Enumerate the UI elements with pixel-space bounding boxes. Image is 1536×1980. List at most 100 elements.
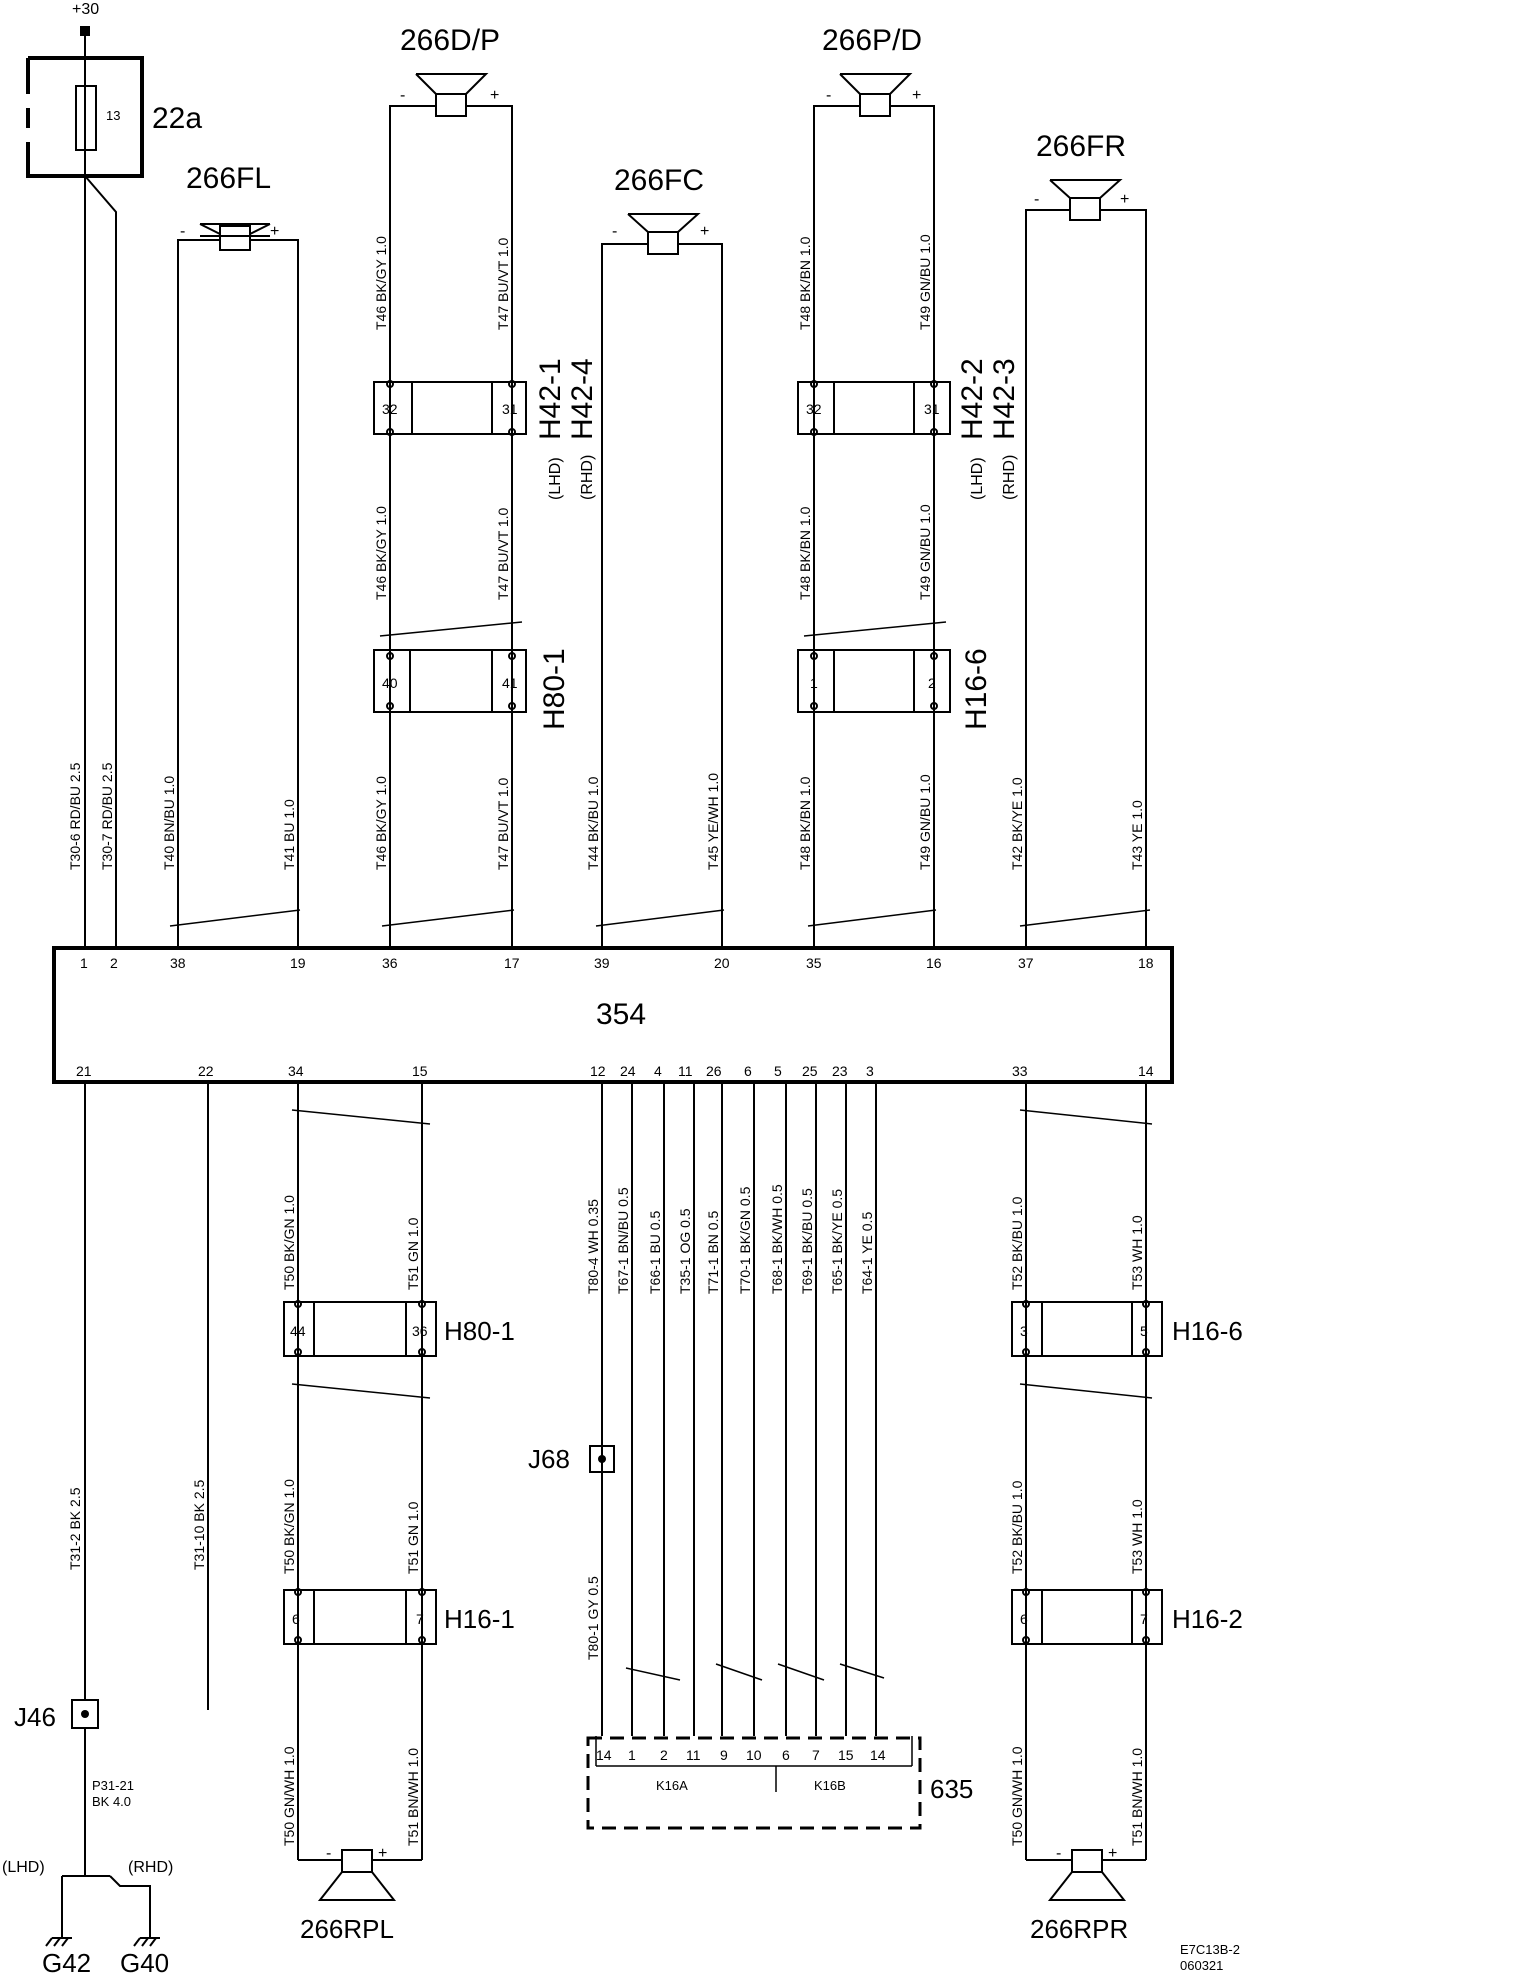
svg-text:T46 BK/GY 1.0: T46 BK/GY 1.0 [373,506,389,600]
svg-text:T53 WH 1.0: T53 WH 1.0 [1129,1499,1145,1574]
speaker-266fr: 266FR - + [1034,130,1129,221]
svg-text:24: 24 [620,1063,636,1079]
supply-label: +30 [72,1,99,18]
svg-text:H16-2: H16-2 [1172,1604,1243,1634]
connector-h16-6-bottom: 3 5 H16-6 [1011,1300,1243,1357]
svg-text:7: 7 [416,1611,424,1627]
module-354: 354 1 2 38 19 36 17 39 20 35 16 37 18 21… [52,946,1174,1084]
svg-text:36: 36 [382,955,398,971]
speaker-266rpr-label: 266RPR [1030,1914,1128,1944]
speaker-266dp-pos: + [490,87,499,104]
svg-text:(LHD): (LHD) [547,457,564,500]
svg-text:6: 6 [744,1063,752,1079]
svg-text:2: 2 [660,1747,668,1763]
svg-text:11: 11 [678,1063,693,1079]
svg-text:7: 7 [1140,1611,1148,1627]
svg-text:T64-1 YE 0.5: T64-1 YE 0.5 [859,1212,875,1294]
svg-text:H16-6: H16-6 [1172,1316,1243,1346]
svg-text:14: 14 [596,1747,612,1763]
svg-text:G42: G42 [42,1948,91,1978]
svg-text:T69-1 BK/BU 0.5: T69-1 BK/BU 0.5 [799,1188,815,1294]
svg-text:T47 BU/VT 1.0: T47 BU/VT 1.0 [495,237,511,330]
svg-text:(RHD): (RHD) [128,1859,173,1876]
svg-text:38: 38 [170,955,186,971]
svg-text:H16-6: H16-6 [960,648,993,730]
svg-text:T31-2 BK 2.5: T31-2 BK 2.5 [67,1487,83,1570]
svg-text:T47 BU/VT 1.0: T47 BU/VT 1.0 [495,777,511,870]
svg-text:21: 21 [76,1063,92,1079]
svg-text:T51 BN/WH 1.0: T51 BN/WH 1.0 [1129,1748,1145,1846]
svg-text:635: 635 [930,1774,973,1804]
svg-text:T31-10 BK 2.5: T31-10 BK 2.5 [191,1480,207,1570]
svg-text:T43 YE 1.0: T43 YE 1.0 [1129,800,1145,870]
svg-text:+: + [378,1845,387,1862]
svg-text:34: 34 [288,1063,304,1079]
svg-text:(RHD): (RHD) [579,455,596,500]
speaker-266dp: 266D/P - + [400,24,500,117]
svg-text:T48 BK/BN 1.0: T48 BK/BN 1.0 [797,776,813,870]
speaker-266fc-pos: + [700,223,709,240]
ground-switch: (LHD) (RHD) [2,1859,173,1938]
wire-dp-loop [389,105,513,946]
connector-h80-top: 40 41 H80-1 [373,621,571,730]
svg-text:K16B: K16B [814,1778,846,1793]
speaker-266rpl-label: 266RPL [300,1914,394,1944]
connector-h42-left: 32 31 H42-1 H42-4 (LHD) (RHD) [373,358,599,500]
speaker-266fc: 266FC - + [612,164,709,255]
drawing-reference: E7C13B-2 060321 [1180,1942,1240,1973]
svg-text:32: 32 [382,401,398,417]
svg-text:-: - [326,1845,331,1862]
svg-text:T49 GN/BU 1.0: T49 GN/BU 1.0 [917,774,933,870]
module-code: 354 [596,998,646,1031]
wire-pd-loop [813,105,935,946]
svg-text:44: 44 [290,1323,306,1339]
svg-text:26: 26 [706,1063,722,1079]
supply-terminal: +30 [72,1,99,36]
svg-text:T45 YE/WH 1.0: T45 YE/WH 1.0 [705,773,721,870]
speaker-266dp-neg: - [400,87,405,104]
svg-text:T46 BK/GY 1.0: T46 BK/GY 1.0 [373,236,389,330]
svg-text:T80-4 WH 0.35: T80-4 WH 0.35 [585,1199,601,1294]
svg-text:T40 BN/BU 1.0: T40 BN/BU 1.0 [161,776,177,870]
svg-text:T51 GN 1.0: T51 GN 1.0 [405,1501,421,1574]
ground-icon-g42: G42 [42,1937,91,1978]
twist-markers-bottom [291,1109,1153,1681]
svg-text:T52 BK/BU 1.0: T52 BK/BU 1.0 [1009,1196,1025,1290]
svg-text:T51 BN/WH 1.0: T51 BN/WH 1.0 [405,1748,421,1846]
svg-text:T71-1 BN 0.5: T71-1 BN 0.5 [705,1211,721,1294]
svg-text:(RHD): (RHD) [1001,455,1018,500]
speaker-266pd-pos: + [912,87,921,104]
svg-text:T50 GN/WH 1.0: T50 GN/WH 1.0 [281,1746,297,1846]
svg-text:3: 3 [866,1063,874,1079]
svg-text:40: 40 [382,675,398,691]
svg-text:T70-1 BK/GN 0.5: T70-1 BK/GN 0.5 [737,1186,753,1294]
speaker-266fl-neg: - [180,223,185,240]
svg-text:T47 BU/VT 1.0: T47 BU/VT 1.0 [495,507,511,600]
wire-t30-7 [84,175,117,946]
speaker-266rpr: - + 266RPR [1030,1845,1128,1944]
svg-text:G40: G40 [120,1948,169,1978]
fuse-code: 22a [152,102,202,135]
speaker-266fl-pos: + [270,223,279,240]
svg-text:E7C13B-2: E7C13B-2 [1180,1942,1240,1957]
connector-h42-right: 32 31 H42-2 H42-3 (LHD) (RHD) [797,358,1021,500]
svg-text:2: 2 [928,675,936,691]
connector-h80-bottom: 44 36 H80-1 [283,1300,515,1357]
svg-text:T52 BK/BU 1.0: T52 BK/BU 1.0 [1009,1480,1025,1574]
svg-text:39: 39 [594,955,610,971]
svg-text:2: 2 [110,955,118,971]
svg-text:T67-1 BN/BU 0.5: T67-1 BN/BU 0.5 [615,1187,631,1294]
svg-text:-: - [1056,1845,1061,1862]
module-pins-bottom: 21 22 34 15 12 24 4 11 26 6 5 25 23 3 33… [76,1063,1154,1079]
svg-text:7: 7 [812,1747,820,1763]
svg-text:T30-7 RD/BU 2.5: T30-7 RD/BU 2.5 [99,762,115,870]
svg-text:4: 4 [654,1063,662,1079]
speaker-266fc-label: 266FC [614,164,704,197]
svg-text:23: 23 [832,1063,848,1079]
splice-j46: J46 [14,1699,99,1732]
svg-text:19: 19 [290,955,306,971]
svg-text:1: 1 [810,675,818,691]
svg-text:1: 1 [628,1747,636,1763]
svg-text:18: 18 [1138,955,1154,971]
